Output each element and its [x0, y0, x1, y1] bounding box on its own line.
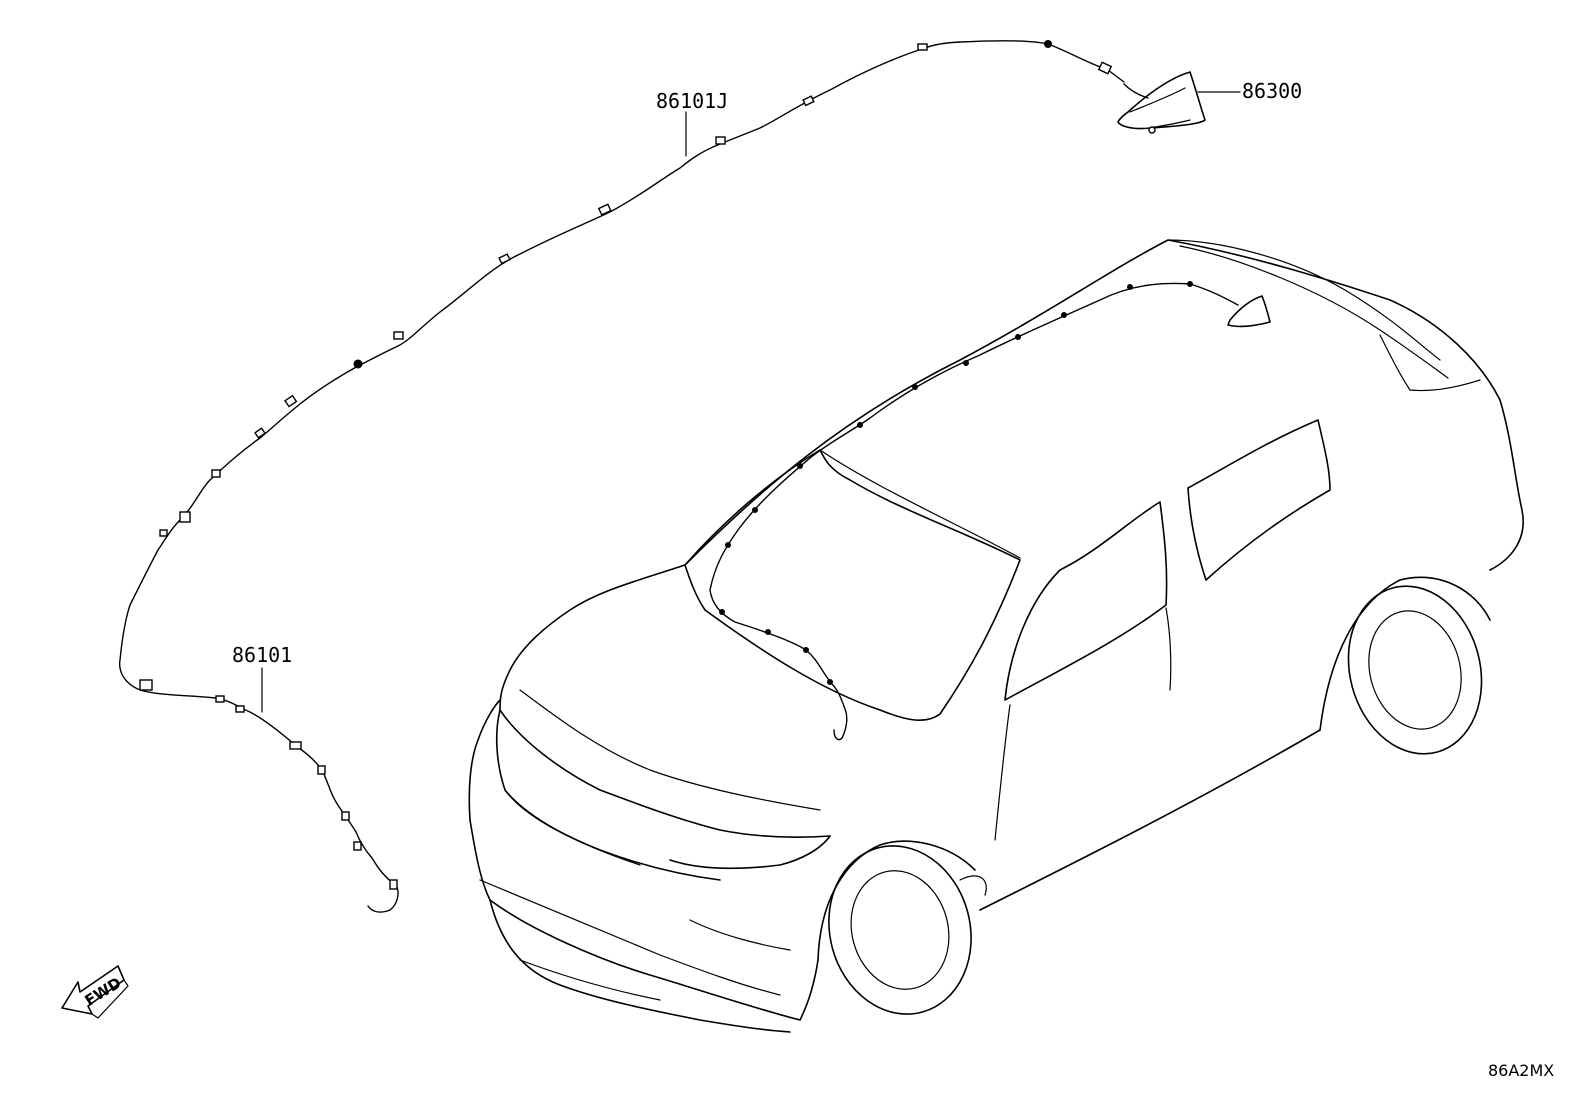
part-callouts: 86101J 86300 86101 [232, 79, 1302, 713]
label-86101: 86101 [232, 643, 292, 667]
diagram-code: 86A2MX [1488, 1061, 1554, 1080]
shark-fin-antenna [1117, 71, 1206, 134]
fwd-arrow-icon: FWD [61, 965, 129, 1019]
label-86300: 86300 [1242, 79, 1302, 103]
vehicle-outline [468, 239, 1524, 1033]
label-86101J: 86101J [656, 89, 728, 113]
installed-harness [709, 281, 1239, 741]
antenna-feeder-harness [118, 39, 1149, 913]
